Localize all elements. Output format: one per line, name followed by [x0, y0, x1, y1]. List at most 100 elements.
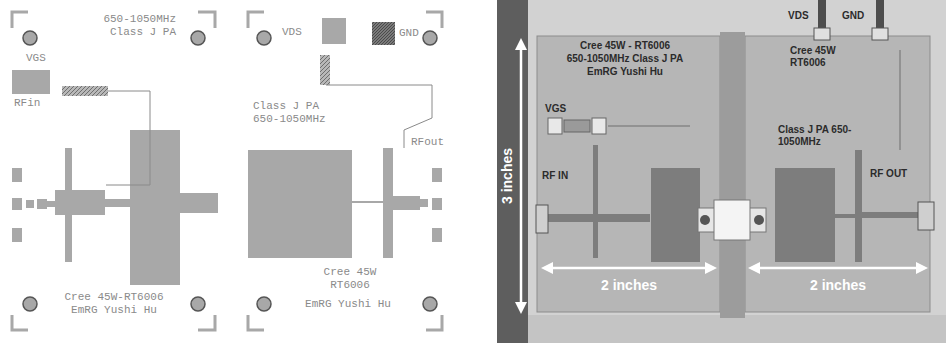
capacitor — [592, 118, 606, 134]
fixture — [528, 315, 946, 343]
corner-mark — [426, 12, 442, 28]
corner-mark — [12, 12, 28, 28]
microstrip — [47, 201, 55, 207]
dimension-label: 2 inches — [788, 277, 888, 294]
connector-pad — [12, 198, 22, 210]
stub — [855, 150, 862, 262]
corner-mark — [12, 315, 28, 330]
corner-mark — [198, 315, 215, 330]
microstrip — [835, 214, 855, 218]
silkscreen-label: EmRG Yushi Hu — [550, 66, 700, 78]
layout-label: RFin — [14, 97, 40, 110]
layout-label: Cree 45W-RT6006 EmRG Yushi Hu — [58, 291, 170, 317]
dimension-line — [520, 46, 523, 306]
connector-pad — [12, 228, 22, 242]
arrowhead — [916, 262, 928, 274]
mounting-hole — [257, 31, 271, 45]
matching-section — [248, 150, 352, 258]
layout-label: Cree 45W RT6006 — [318, 266, 382, 292]
bias-line — [608, 126, 690, 127]
connector — [814, 28, 830, 40]
mounting-hole — [423, 297, 437, 311]
transistor — [698, 200, 766, 240]
pcb-board — [537, 36, 720, 312]
silkscreen-label: Cree 45W - RT6006 — [550, 40, 700, 52]
layout-label: EmRG Yushi Hu — [298, 298, 398, 311]
capacitor — [564, 120, 590, 132]
mounting-hole — [23, 297, 37, 311]
layout-label: VGS — [26, 52, 46, 65]
corner-mark — [248, 315, 264, 330]
bias-component — [62, 86, 108, 96]
arrowhead — [515, 302, 527, 314]
arrowhead — [705, 262, 717, 274]
fixture — [528, 0, 946, 343]
transistor-body — [714, 200, 750, 240]
silkscreen-label: RF OUT — [870, 168, 907, 180]
sma-connector — [536, 205, 548, 233]
connector-pad — [432, 228, 442, 242]
pcb-board — [745, 36, 930, 312]
microstrip — [105, 199, 130, 207]
sma-connector — [918, 202, 934, 230]
matching-section — [775, 168, 835, 262]
dimension-line — [756, 267, 920, 270]
cable — [876, 0, 884, 30]
arrowhead — [748, 262, 760, 274]
mounting-hole — [191, 31, 205, 45]
mounting-holes — [23, 31, 437, 311]
corner-mark — [426, 315, 442, 330]
mounting-hole — [423, 31, 437, 45]
mounting-hole — [257, 297, 271, 311]
layout-ground — [0, 0, 497, 343]
silkscreen-label: Class J PA 650-1050MHz — [778, 124, 858, 148]
layout-label: RFout — [411, 136, 444, 149]
dimension-arrows — [515, 38, 928, 314]
arrowhead — [541, 262, 553, 274]
corner-marks — [12, 12, 442, 330]
dimension-line — [549, 267, 709, 270]
capacitor — [548, 118, 562, 134]
microstrip — [180, 193, 218, 213]
layout-label: Class J PA 650-1050MHz — [253, 100, 339, 126]
connector-pad — [12, 168, 22, 182]
silkscreen-label: Cree 45W RT6006 — [790, 45, 852, 69]
corner-mark — [198, 12, 215, 28]
bias-components — [548, 118, 606, 134]
connector-pad — [432, 168, 442, 182]
bias-line — [106, 91, 150, 185]
stub — [383, 148, 393, 258]
connector-pad — [432, 198, 442, 210]
silkscreen-label: VGS — [545, 103, 566, 115]
silkscreen-label: 650-1050MHz Class J PA — [550, 53, 700, 65]
stub — [593, 145, 598, 258]
silkscreen-label: GND — [842, 10, 864, 22]
screw — [700, 215, 710, 225]
heatsink-bar — [720, 32, 745, 318]
bias-pad — [322, 18, 346, 44]
microstrip — [862, 212, 920, 218]
matching-section — [651, 168, 700, 262]
arrowhead — [515, 38, 527, 50]
layout-label: 650-1050MHz Class J PA — [90, 13, 176, 39]
screw — [754, 215, 764, 225]
stub — [65, 148, 72, 262]
photo-ground — [497, 0, 946, 343]
microstrip — [393, 196, 420, 210]
bias-component — [320, 55, 330, 85]
matching-section — [55, 190, 105, 215]
dimension-label: 2 inches — [579, 277, 679, 294]
silkscreen-label: VDS — [788, 10, 809, 22]
microstrip — [352, 201, 383, 203]
matching-section — [130, 130, 180, 285]
dc-cables — [814, 0, 888, 40]
corner-mark — [248, 12, 264, 28]
dimension-label: 3 inches — [499, 148, 516, 204]
layout-label: VDS — [282, 26, 302, 39]
component-pad — [26, 200, 34, 208]
ground-pad — [372, 22, 395, 45]
bias-pad — [12, 70, 50, 94]
copper-traces — [12, 18, 442, 285]
